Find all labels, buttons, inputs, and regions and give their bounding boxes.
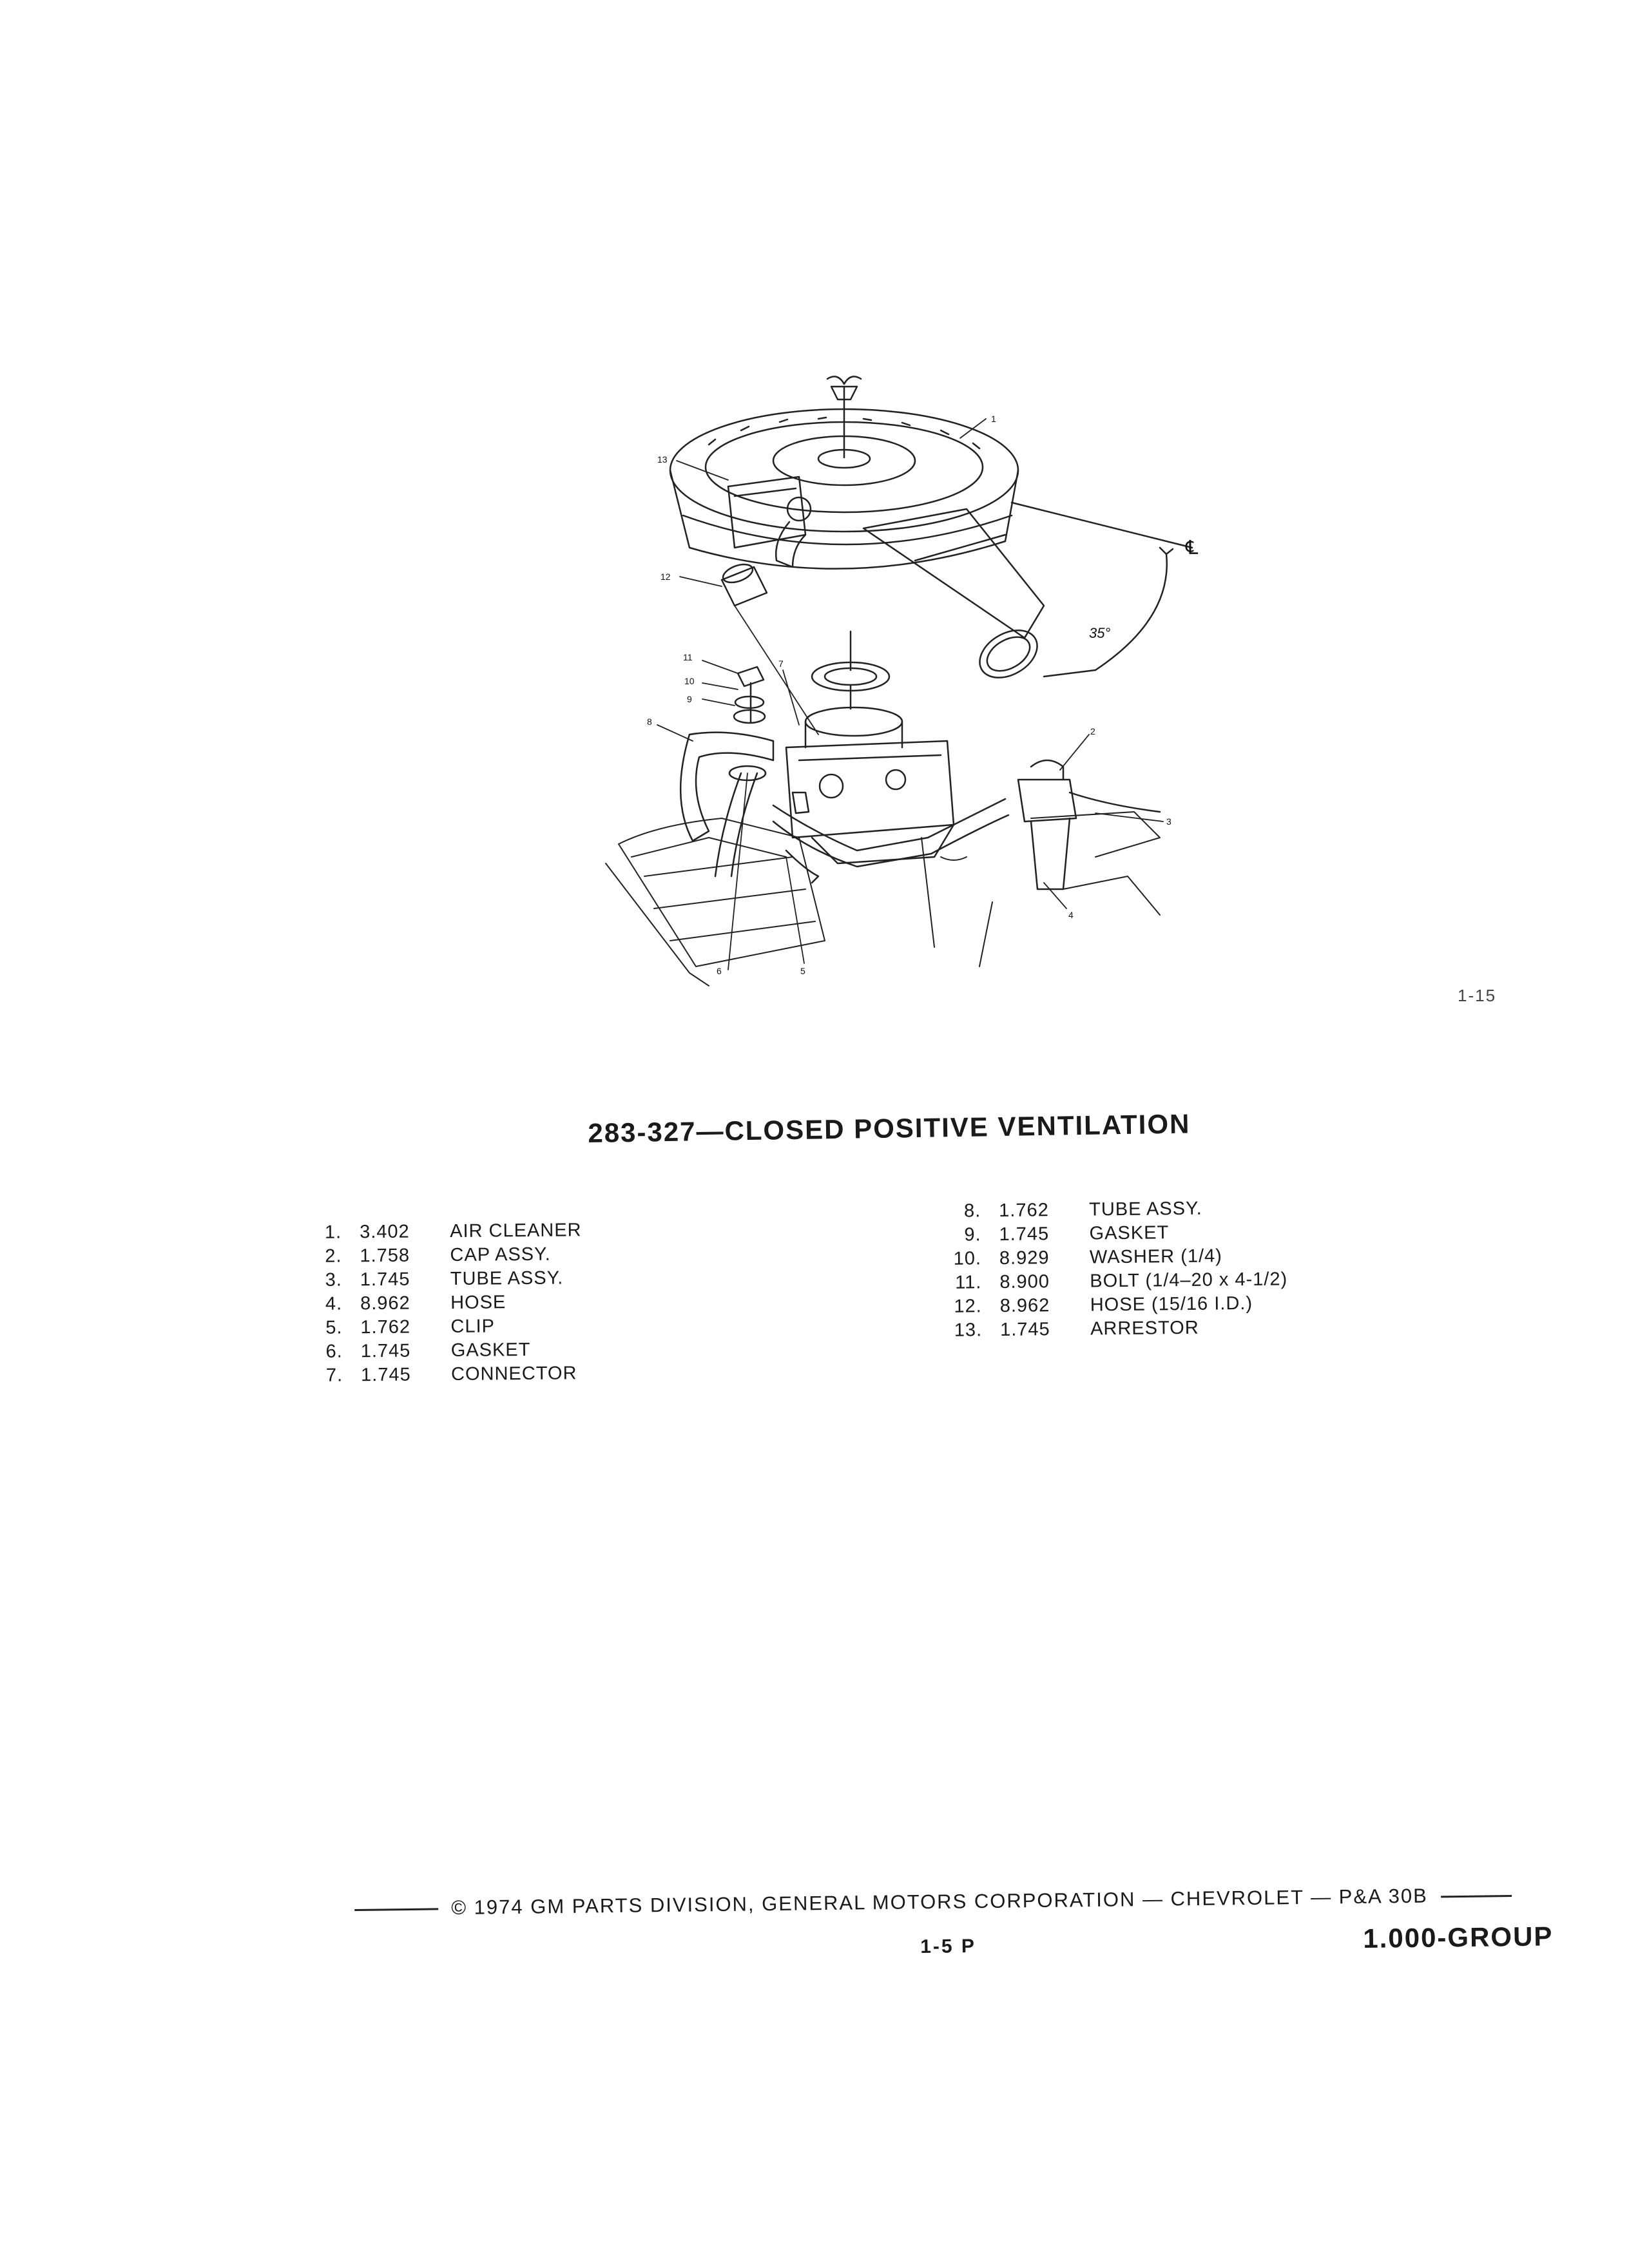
- callout-4: 4: [1068, 910, 1074, 920]
- item-name: CAP ASSY.: [450, 1244, 551, 1266]
- centerline-label: ℄: [1185, 537, 1199, 559]
- callout-7: 7: [778, 658, 784, 669]
- leader-lines: [657, 418, 1164, 970]
- item-code: 3.402: [360, 1221, 410, 1243]
- list-item: 3. 1.745 TUBE ASSY.: [304, 1266, 583, 1293]
- callout-8: 8: [647, 716, 652, 727]
- item-code: 1.745: [999, 1224, 1050, 1245]
- arrestor-drawing: [727, 476, 812, 568]
- hose-tube-drawing: [772, 759, 1161, 890]
- item-name: CLIP: [450, 1316, 496, 1338]
- callout-3: 3: [1166, 816, 1171, 827]
- item-name: ARRESTOR: [1090, 1317, 1199, 1340]
- bolt-stack-drawing: [733, 666, 766, 724]
- item-code: 1.745: [360, 1364, 411, 1386]
- item-name: CONNECTOR: [450, 1363, 577, 1385]
- callout-labels: 1 2 3 4 5 6 7 8 9 10 11 12 13 35° ℄: [647, 414, 1199, 976]
- item-number: 12.: [954, 1296, 982, 1317]
- item-name: GASKET: [450, 1339, 531, 1361]
- list-item: 2. 1.758 CAP ASSY.: [303, 1242, 582, 1269]
- list-item: 6. 1.745 GASKET: [304, 1338, 583, 1364]
- item-name: BOLT (1/4–20 x 4-1/2): [1090, 1269, 1288, 1292]
- clip-drawing: [785, 791, 820, 884]
- item-name: HOSE (15/16 I.D.): [1090, 1293, 1253, 1316]
- item-name: TUBE ASSY.: [1089, 1198, 1202, 1220]
- item-number: 6.: [325, 1341, 343, 1362]
- item-number: 5.: [325, 1317, 343, 1338]
- gasket-drawing: [811, 630, 891, 710]
- angle-label: 35°: [1089, 625, 1110, 641]
- item-code: 1.745: [999, 1319, 1050, 1340]
- callout-5: 5: [800, 966, 805, 976]
- list-item: 12. 8.962 HOSE (15/16 I.D.): [937, 1291, 1288, 1319]
- item-number: 10.: [953, 1248, 982, 1269]
- item-number: 2.: [325, 1245, 342, 1267]
- item-code: 1.762: [360, 1316, 411, 1338]
- item-code: 8.900: [999, 1271, 1050, 1293]
- footer-rule-left: [354, 1908, 439, 1912]
- list-item: 13. 1.745 ARRESTOR: [937, 1315, 1288, 1343]
- callout-9: 9: [687, 694, 692, 704]
- item-name: TUBE ASSY.: [450, 1267, 564, 1290]
- item-number: 9.: [964, 1224, 981, 1245]
- group-number: 1.000-GROUP: [1363, 1921, 1554, 1954]
- callout-1: 1: [991, 414, 996, 424]
- callout-2: 2: [1090, 726, 1095, 736]
- callout-11: 11: [683, 652, 693, 662]
- item-name: GASKET: [1089, 1222, 1170, 1244]
- callout-10: 10: [684, 676, 695, 686]
- list-item: 5. 1.762 CLIP: [304, 1314, 583, 1340]
- page-number: 1-5 P: [920, 1935, 977, 1957]
- item-code: 8.929: [999, 1247, 1050, 1269]
- item-code: 8.962: [360, 1293, 410, 1314]
- list-item: 1. 3.402 AIR CLEANER: [303, 1218, 582, 1245]
- item-name: HOSE: [450, 1292, 506, 1314]
- item-number: 3.: [325, 1269, 342, 1291]
- parts-list-left: 1. 3.402 AIR CLEANER 2. 1.758 CAP ASSY. 3. 1.…: [303, 1218, 583, 1388]
- item-name: AIR CLEANER: [450, 1220, 582, 1242]
- callout-12: 12: [660, 572, 671, 582]
- list-item: 8. 1.762 TUBE ASSY.: [936, 1196, 1287, 1224]
- item-number: 4.: [325, 1293, 343, 1314]
- list-item: 7. 1.745 CONNECTOR: [304, 1361, 583, 1388]
- item-code: 1.762: [999, 1200, 1049, 1221]
- hose-12-drawing: [720, 563, 768, 607]
- item-number: 8.: [963, 1200, 981, 1222]
- tube-assy-8-drawing: [679, 731, 775, 878]
- item-number: 1.: [324, 1222, 342, 1243]
- list-item: 11. 8.900 BOLT (1/4–20 x 4-1/2): [936, 1267, 1287, 1295]
- air-cleaner-drawing: [669, 376, 1045, 678]
- carburetor-drawing: [785, 706, 955, 865]
- item-code: 1.745: [360, 1340, 411, 1362]
- item-code: 1.758: [360, 1245, 410, 1267]
- item-number: 11.: [955, 1272, 982, 1293]
- item-name: WASHER (1/4): [1089, 1245, 1223, 1268]
- callout-6: 6: [717, 966, 722, 976]
- list-item: 4. 8.962 HOSE: [304, 1290, 583, 1316]
- figure-number: 1-15: [1458, 986, 1497, 1005]
- parts-list-right: 8. 1.762 TUBE ASSY. 9. 1.745 GASKET 10. 8.929…: [936, 1196, 1288, 1343]
- item-code: 8.962: [999, 1295, 1050, 1316]
- footer-rule-right: [1440, 1895, 1512, 1898]
- list-item: 9. 1.745 GASKET: [936, 1220, 1287, 1247]
- item-code: 1.745: [360, 1269, 410, 1291]
- item-number: 7.: [325, 1365, 343, 1386]
- callout-13: 13: [657, 454, 668, 465]
- angle-marker: [1010, 501, 1193, 678]
- engine-drawing: [605, 811, 1161, 986]
- list-item: 10. 8.929 WASHER (1/4): [936, 1244, 1287, 1271]
- item-number: 13.: [954, 1320, 983, 1341]
